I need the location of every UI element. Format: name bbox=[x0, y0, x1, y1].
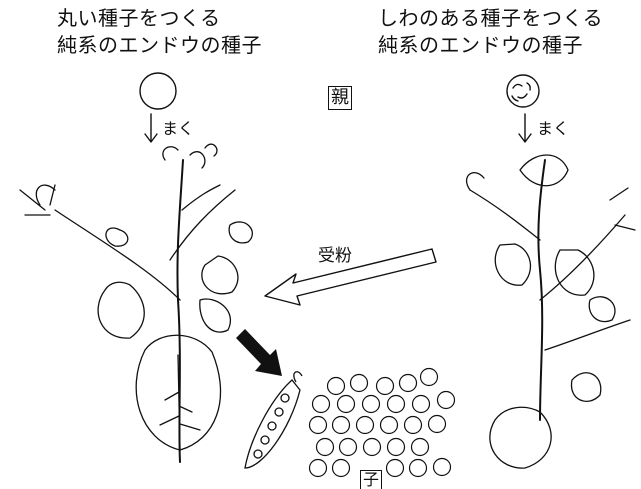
round-seed-icon bbox=[139, 72, 177, 110]
offspring-seeds bbox=[308, 367, 456, 478]
right-caption-line2: 純系のエンドウの種子 bbox=[378, 33, 583, 57]
left-sow-label: まく bbox=[162, 119, 195, 138]
right-sow-label: まく bbox=[537, 119, 570, 138]
left-sow-arrow bbox=[144, 113, 158, 143]
right-pea-plant-drawing bbox=[465, 154, 636, 469]
pea-pod-drawing bbox=[244, 371, 303, 469]
right-seed-caption: しわのある種子をつくる 純系のエンドウの種子 bbox=[378, 5, 603, 59]
left-seed-caption: 丸い種子をつくる 純系のエンドウの種子 bbox=[57, 5, 262, 59]
left-pea-plant-drawing bbox=[19, 143, 253, 463]
pollination-label: 受粉 bbox=[318, 246, 352, 266]
left-caption-line1: 丸い種子をつくる bbox=[57, 6, 221, 30]
offspring-arrow bbox=[236, 329, 282, 376]
left-caption-line2: 純系のエンドウの種子 bbox=[57, 33, 262, 57]
wrinkled-seed-icon bbox=[506, 74, 540, 108]
pollination-arrow bbox=[264, 248, 437, 306]
offspring-label: 子 bbox=[360, 470, 383, 489]
right-caption-line1: しわのある種子をつくる bbox=[378, 6, 604, 30]
parent-label: 親 bbox=[328, 86, 352, 110]
right-sow-arrow bbox=[518, 113, 532, 143]
